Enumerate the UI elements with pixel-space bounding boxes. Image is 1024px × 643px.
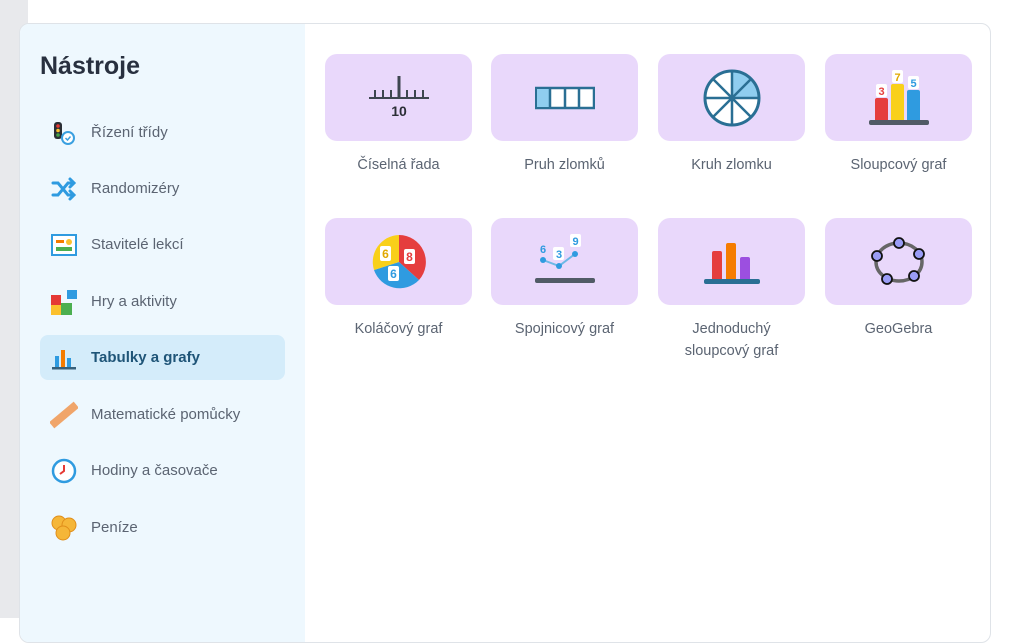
- number-line-icon: 10: [368, 75, 429, 119]
- sidebar-item-clocks-timers[interactable]: Hodiny a časovače: [40, 448, 285, 493]
- sidebar-item-classroom-management[interactable]: Řízení třídy: [40, 110, 285, 155]
- line-value: 9: [572, 236, 578, 248]
- sidebar-item-money[interactable]: Peníze: [40, 505, 285, 550]
- tool-geogebra[interactable]: GeoGebra: [825, 218, 972, 340]
- sidebar-item-label: Matematické pomůcky: [91, 406, 241, 423]
- lesson-builder-icon: [50, 231, 78, 259]
- tool-label: Koláčový graf: [354, 321, 443, 337]
- tool-number-line[interactable]: 10 Číselná řada: [325, 54, 472, 176]
- tool-label: Spojnicový graf: [514, 321, 615, 337]
- sidebar-item-randomizers[interactable]: Randomizéry: [40, 166, 285, 211]
- bar-chart-icon: [50, 344, 78, 372]
- top-area: [28, 0, 1024, 23]
- sidebar-item-label: Stavitelé lekcí: [91, 236, 184, 253]
- tool-label: GeoGebra: [864, 321, 933, 337]
- pie-value: 8: [406, 250, 413, 264]
- puzzle-icon: [50, 288, 78, 316]
- pie-value: 6: [390, 267, 397, 281]
- sidebar-item-label: Randomizéry: [91, 180, 180, 197]
- pie-value: 6: [382, 247, 389, 261]
- geogebra-icon: [870, 236, 925, 285]
- number-line-value: 10: [391, 103, 407, 119]
- tools-panel: Nástroje Řízení třídy Randomizéry Stavit…: [19, 23, 991, 643]
- sidebar-item-math-tools[interactable]: Matematické pomůcky: [40, 392, 285, 437]
- line-value: 3: [555, 249, 561, 261]
- bar-value: 3: [878, 86, 884, 98]
- simple-bar-graph-icon: [703, 242, 760, 284]
- sidebar-item-label: Hodiny a časovače: [91, 462, 218, 479]
- tool-fraction-bar[interactable]: Pruh zlomků: [491, 54, 638, 176]
- bar-value: 7: [894, 72, 900, 84]
- coins-icon: [50, 514, 78, 542]
- sidebar-item-label: Peníze: [91, 519, 138, 536]
- sidebar-item-label: Řízení třídy: [91, 124, 168, 141]
- sidebar-title: Nástroje: [40, 52, 141, 80]
- tool-fraction-circle[interactable]: Kruh zlomku: [658, 54, 805, 176]
- sidebar-item-label: Tabulky a grafy: [91, 349, 200, 366]
- sidebar-item-games[interactable]: Hry a aktivity: [40, 279, 285, 324]
- tool-label: Kruh zlomku: [691, 157, 772, 173]
- tool-simple-bar-graph[interactable]: Jednoduchý sloupcový graf: [658, 218, 805, 362]
- tool-label: Sloupcový graf: [850, 157, 947, 173]
- sidebar-item-tables-and-graphs[interactable]: Tabulky a grafy: [40, 335, 285, 380]
- tool-label: Jednoduchý sloupcový graf: [684, 321, 779, 359]
- bar-value: 5: [910, 78, 916, 90]
- ruler-icon: [50, 401, 78, 429]
- tool-label: Číselná řada: [357, 157, 440, 173]
- tool-label: Pruh zlomků: [524, 157, 605, 173]
- clock-icon: [50, 457, 78, 485]
- sidebar-item-lesson-builders[interactable]: Stavitelé lekcí: [40, 222, 285, 267]
- line-value: 6: [539, 244, 545, 256]
- fraction-bar-icon: [534, 86, 595, 109]
- sidebar-item-label: Hry a aktivity: [91, 293, 177, 310]
- sidebar: Nástroje Řízení třídy Randomizéry Stavit…: [20, 24, 305, 642]
- fraction-circle-icon: [703, 69, 760, 126]
- traffic-light-clock-icon: [50, 119, 78, 147]
- shuffle-icon: [50, 175, 78, 203]
